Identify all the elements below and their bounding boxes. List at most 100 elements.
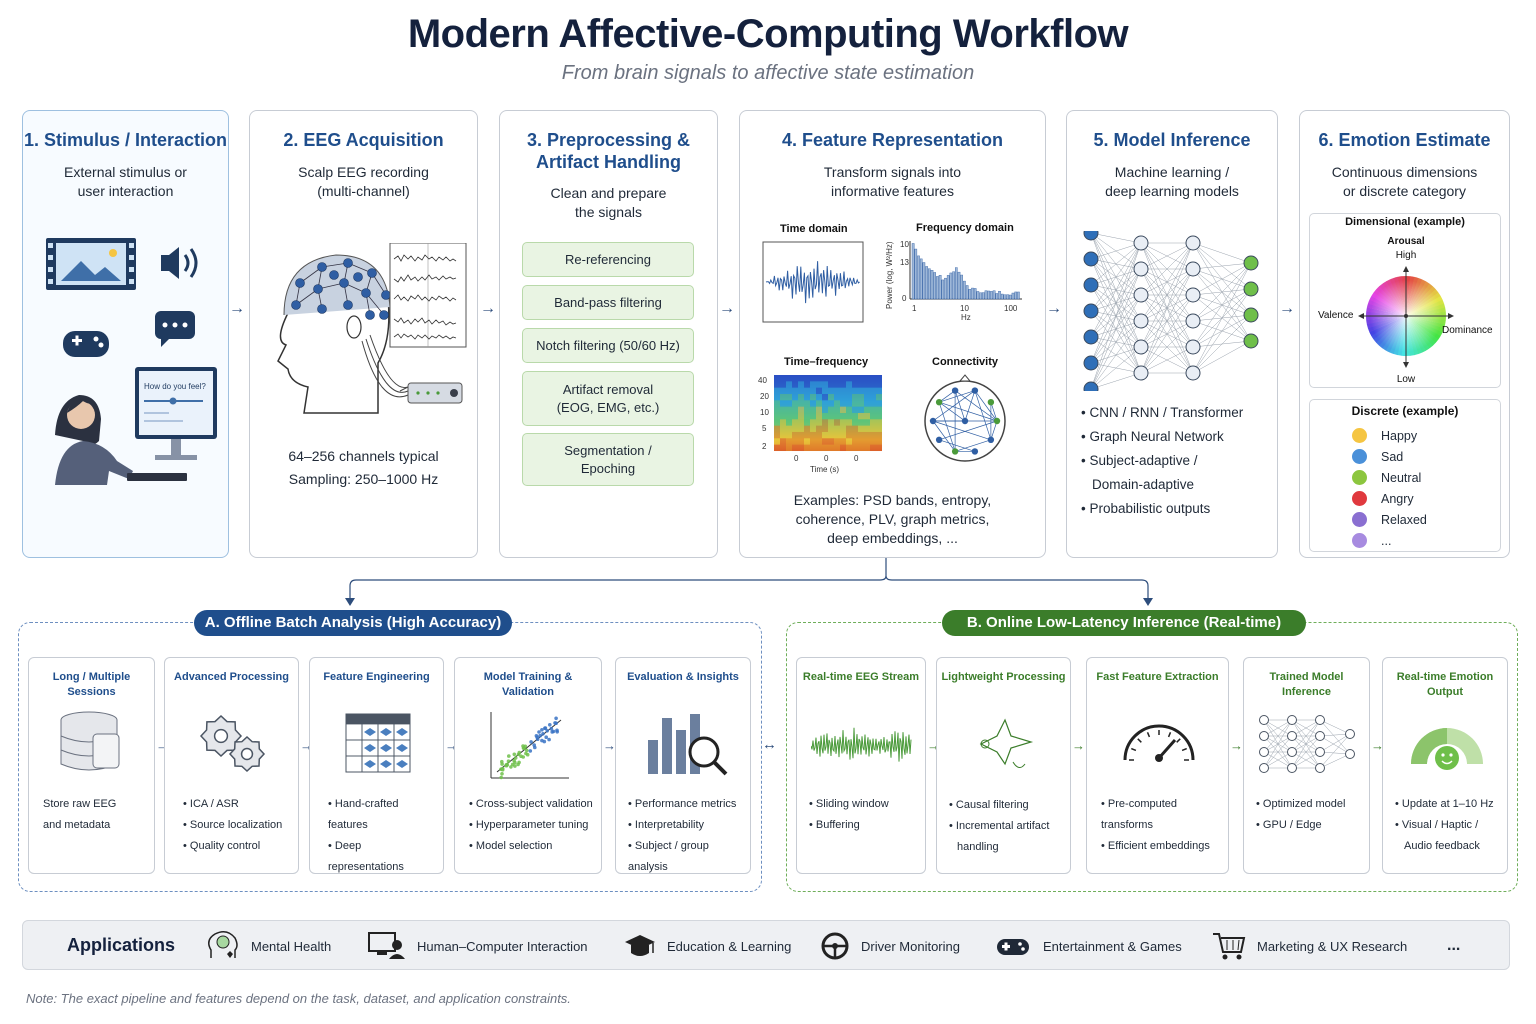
tf-cell [792, 375, 798, 382]
tf-cell [804, 375, 810, 382]
tf-cell [876, 425, 882, 433]
tf-cell [852, 438, 858, 445]
psd-bar [965, 285, 969, 300]
tf-cell [798, 431, 804, 439]
tf-cell [828, 419, 834, 426]
stage-title: 5. Model Inference [1093, 130, 1251, 150]
tf-cell [774, 438, 780, 445]
tf-cell [852, 412, 858, 420]
tf-cell [792, 412, 798, 420]
psd-bar [944, 277, 947, 300]
user-at-computer-icon: How do you feel? [55, 367, 217, 485]
tf-cell [876, 438, 882, 445]
card-items: Causal filteringIncremental artifacthand… [949, 795, 1064, 858]
database-icon [60, 711, 120, 771]
tf-cell [876, 444, 882, 452]
network-node [1083, 381, 1099, 391]
tf-cell [816, 438, 822, 445]
psd-bar [925, 266, 928, 300]
tf-cell [780, 400, 786, 407]
step-artifact-removal: Artifact removal (EOG, EMG, etc.) [522, 371, 694, 426]
network-node [1083, 329, 1099, 345]
gear-hub [213, 728, 229, 744]
network-edge [1140, 242, 1194, 270]
mini-network-edge [1291, 751, 1321, 769]
tf-cell [834, 375, 840, 382]
psd-bar [936, 276, 939, 300]
arrow-icon: → [480, 300, 496, 317]
tf-cell [786, 393, 792, 401]
network-edge [1090, 242, 1142, 364]
tf-cell [852, 406, 858, 414]
scatter-point [529, 740, 533, 744]
network-node [1243, 333, 1259, 349]
tf-cell [822, 419, 828, 426]
online-card-features: Fast Feature Extraction Pre-computed tra… [1086, 657, 1229, 874]
scatter-point [549, 726, 554, 731]
eeg-head-icon [277, 243, 467, 414]
network-node [1185, 365, 1201, 381]
connectivity-edge [974, 390, 992, 440]
footnote: Note: The exact pipeline and features de… [26, 991, 571, 1006]
emotion-more: ... [1352, 533, 1391, 548]
scatter-point [550, 730, 554, 734]
mini-network-node [1259, 715, 1269, 725]
screen-prompt: How do you feel? [144, 382, 206, 391]
stage-title: 2. EEG Acquisition [283, 130, 444, 150]
gear-hub [240, 747, 254, 761]
mini-network-node [1287, 763, 1297, 773]
connectivity-edge [955, 439, 991, 452]
connectivity-node [987, 398, 995, 406]
tf-cell [840, 393, 846, 401]
svg-text:10: 10 [960, 304, 969, 313]
tf-cell [786, 444, 792, 452]
tf-cell [816, 375, 822, 382]
tf-cell [840, 381, 846, 388]
speed-tick [1130, 747, 1137, 752]
tf-cell [816, 425, 822, 433]
tf-cell [840, 400, 846, 407]
psd-bar [957, 271, 961, 300]
connectivity-edge [932, 390, 976, 422]
tf-cell [798, 412, 804, 420]
scatter-plot-icon [490, 712, 569, 780]
tf-cell [786, 438, 792, 445]
connectivity-node [971, 448, 979, 455]
stage-preprocessing: 3. Preprocessing &Artifact Handling Clea… [499, 110, 718, 558]
psd-bar [960, 274, 963, 300]
tf-cell [822, 431, 828, 439]
mini-network-edge [1263, 719, 1293, 769]
tf-cell [786, 425, 792, 433]
tf-cell [834, 412, 840, 420]
tf-cell [846, 444, 852, 452]
tf-cell [828, 375, 834, 382]
network-node [1185, 339, 1201, 355]
tf-cell [876, 381, 882, 388]
network-node [1083, 251, 1099, 267]
arrow-icon: → [1072, 738, 1085, 753]
page-subtitle: From brain signals to affective state es… [561, 62, 975, 84]
branch-connector [345, 558, 1153, 606]
network-edge [1090, 294, 1142, 390]
scatter-point [528, 749, 533, 753]
psd-bar [992, 290, 996, 300]
online-card-output: Real-time Emotion Output Update at 1–10 … [1382, 657, 1508, 874]
app-driver-monitoring: Driver Monitoring [819, 931, 960, 961]
tf-cell [780, 393, 786, 401]
tf-cell [822, 425, 828, 433]
tf-cell [792, 444, 798, 452]
svg-text:Time (s): Time (s) [810, 465, 839, 474]
tf-cell [816, 381, 822, 388]
emotion-angry: Angry [1352, 491, 1414, 506]
tf-cell [780, 387, 786, 395]
connectivity-node [929, 417, 937, 425]
psd-bar [1008, 294, 1012, 300]
tf-cell [858, 425, 864, 433]
network-edge [1090, 242, 1142, 390]
tf-cell [828, 425, 834, 433]
stage-title: 1. Stimulus / Interaction [23, 130, 228, 150]
connectivity-edge [954, 390, 966, 422]
network-edge [1090, 268, 1142, 390]
stage-title: 4. Feature Representation [781, 130, 1004, 150]
tf-cell [774, 425, 780, 433]
